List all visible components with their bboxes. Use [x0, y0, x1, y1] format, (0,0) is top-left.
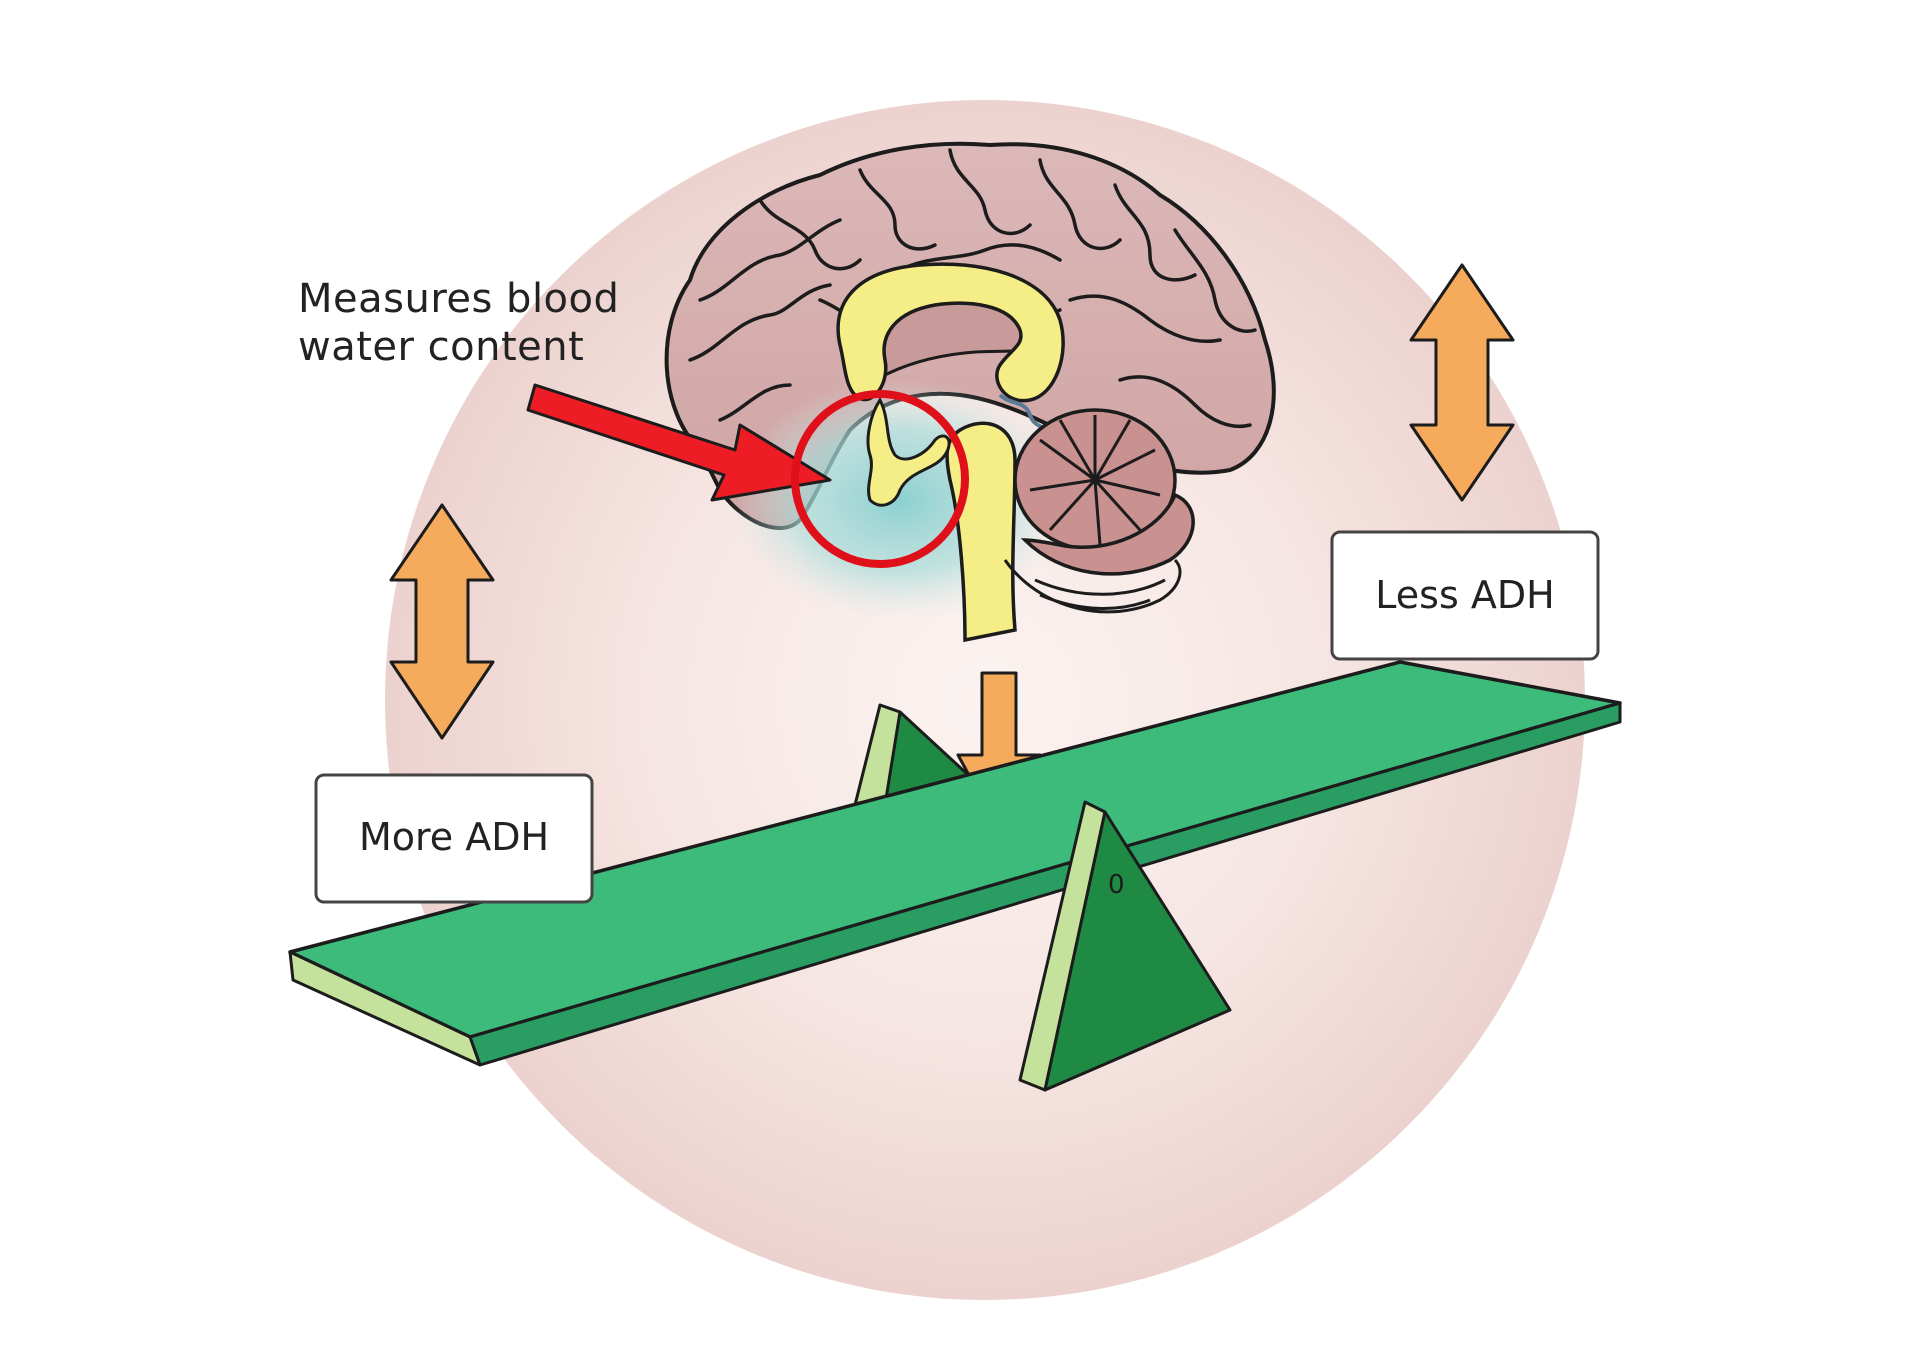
- brain-icon: [664, 141, 1276, 643]
- arrow-right-icon: [526, 383, 832, 502]
- less-adh-box: Less ADH: [1330, 530, 1600, 661]
- annotation-line-1: Measures blood: [298, 276, 619, 322]
- annotation-text: Measures blood water content: [298, 276, 619, 370]
- seesaw: 0: [288, 660, 1622, 1092]
- more-adh-label: More ADH: [359, 815, 549, 859]
- less-adh-label: Less ADH: [1375, 573, 1554, 617]
- cerebellum: [1003, 408, 1195, 614]
- fulcrum-front: 0: [1018, 800, 1232, 1092]
- circle-highlight-icon: [791, 390, 969, 568]
- seesaw-plank-end: [288, 950, 482, 1067]
- double-arrow-vertical-icon: [1409, 263, 1515, 502]
- double-arrow-vertical-icon: [389, 503, 495, 740]
- pituitary-structure: [866, 397, 951, 507]
- corpus-callosum: [836, 262, 1065, 403]
- more-adh-box: More ADH: [314, 773, 594, 904]
- annotation-line-2: water content: [298, 324, 584, 370]
- fulcrum-pivot-mark: 0: [1108, 870, 1125, 900]
